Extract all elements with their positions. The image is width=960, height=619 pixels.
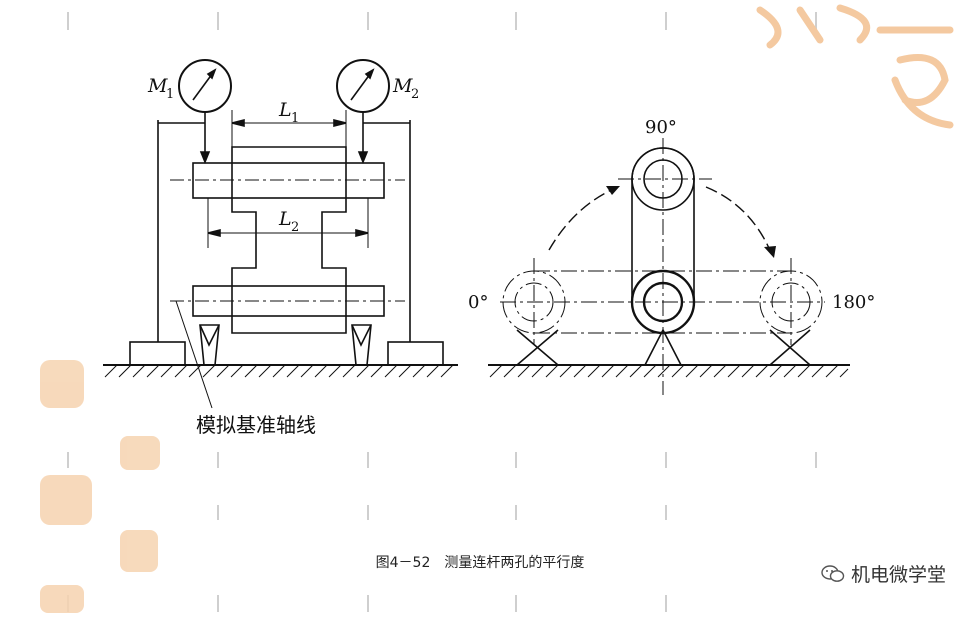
dial-gauge-m2	[336, 59, 390, 113]
figure-caption: 图4－52 测量连杆两孔的平行度	[375, 555, 585, 571]
label-angle-180: 180°	[832, 292, 875, 313]
watermark-text: 机电微学堂	[850, 564, 946, 586]
wechat-icon	[821, 564, 845, 582]
label-l2: L	[278, 208, 292, 230]
gauge-base-left	[129, 341, 186, 366]
rod-body	[231, 146, 347, 334]
rotation-arrow-left-head	[606, 186, 620, 195]
rotation-arrow-right-head	[764, 246, 776, 258]
label-m1: M	[147, 75, 168, 97]
label-l1: L	[278, 99, 292, 121]
label-m2-sub: 2	[411, 87, 419, 102]
dial-gauge-m1	[178, 59, 232, 113]
label-angle-90: 90°	[645, 117, 677, 138]
decorative-stamps	[40, 360, 160, 613]
corner-decoration	[756, 4, 954, 129]
watermark: 机电微学堂	[821, 560, 946, 587]
label-l2-sub: 2	[291, 220, 299, 235]
v-support-right	[351, 324, 372, 366]
label-m1-sub: 1	[166, 87, 174, 102]
gauge-base-right	[387, 341, 444, 366]
right-diagram	[488, 138, 850, 395]
x-support-left	[516, 329, 559, 366]
label-l1-sub: 1	[291, 111, 299, 126]
left-diagram	[103, 59, 458, 409]
x-support-right	[769, 329, 811, 366]
label-datum-axis: 模拟基准轴线	[196, 413, 316, 437]
labels: M 1 M 2 L 1 L 2 模拟基准轴线 0° 90° 180°	[147, 75, 875, 437]
label-m2: M	[392, 75, 413, 97]
v-support-left	[199, 324, 220, 366]
ground-hatch-right	[489, 364, 849, 378]
ground-hatch-left	[104, 364, 454, 378]
label-angle-0: 0°	[468, 292, 488, 313]
